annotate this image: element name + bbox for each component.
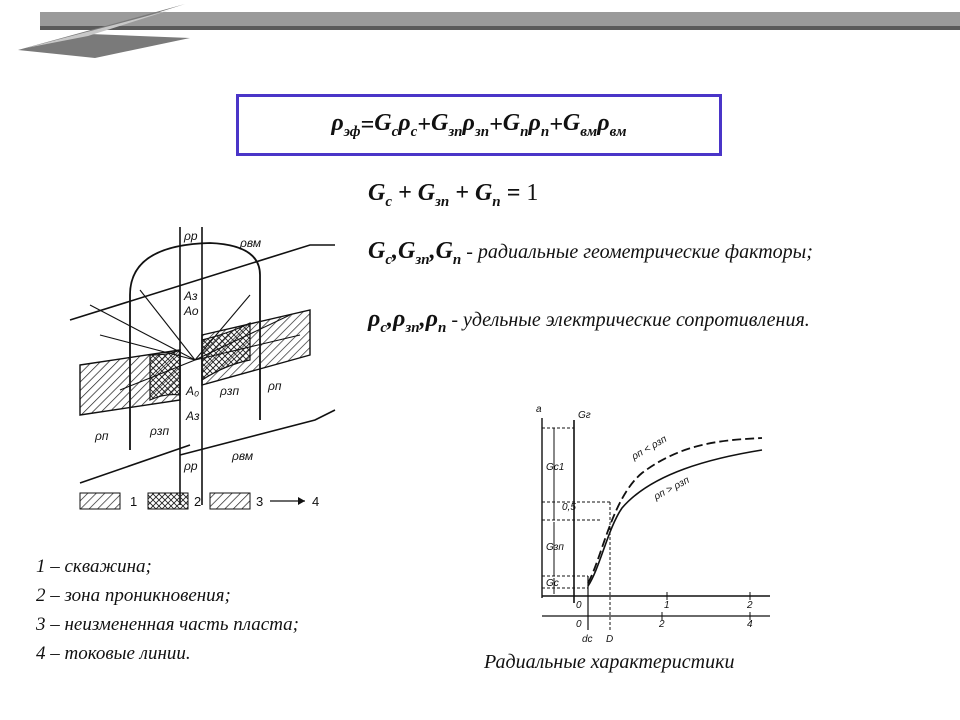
plot-a-label: a [536,404,542,415]
label-a3: Аз [183,289,198,303]
header-decoration [18,4,960,58]
geometric-factors-description: - радиальные геометрические факторы; [461,241,813,263]
label-a0-mid: А₀ [185,384,199,398]
legend-num-4: 4 [312,494,319,509]
x-tick-upper-1: 1 [664,600,670,611]
plus-sign: + [417,111,431,138]
plus-sign: + [549,111,563,138]
label-rho-zp-right: ρзп [219,384,239,398]
plot-v05-label: 0,5 [562,502,576,513]
figure-legend: 1 – скважина; 2 – зона проникновения; 3 … [36,552,299,668]
plus-sign: + [489,111,503,138]
geometric-factors-line: Gc,Gзп,Gп - радиальные геометрические фа… [368,238,813,268]
term-vm: Gвмρвм [562,109,627,140]
x-tick-upper-0: 0 [576,600,582,611]
header-bar [40,12,960,26]
legend-item-3: 3 – неизмененная часть пласта; [36,614,299,635]
legend-num-2: 2 [194,494,201,509]
header-bar-shadow [40,26,960,30]
plot-gc-label: Gс [546,578,559,589]
legend-item-4: 4 – токовые линии. [36,643,191,664]
term-p: Gпρп [502,109,550,140]
plot-gc1-label: Gс1 [546,462,564,473]
resistivities-line: ρc,ρзп,ρп - удельные электрические сопро… [368,306,810,336]
label-rho-p-left: ρп [94,429,109,443]
label-rho-p-right: ρп [267,379,282,393]
label-rho-vm-bottom: ρвм [231,449,253,463]
header-arrow-highlight [26,10,170,48]
borehole-schematic: ρр ρвм Аз Ао ρп А₀ ρзп Аз ρп ρзп ρр ρвм … [69,227,336,510]
radial-characteristics-plot: a Gг Gс1 Gзп Gс 0,5 ρп < ρзп ρп > ρзп 0 … [536,404,770,645]
legend-item-1: 1 – скважина; [36,556,152,577]
term-c: Gcρc [374,109,418,140]
x-tick-lower-1: 2 [658,619,665,630]
x-tick-lower-0: 0 [576,619,582,630]
term-zp: Gзпρзп [430,109,490,140]
x-tick-lower-2: 4 [747,619,753,630]
x-tick-upper-2: 2 [746,600,753,611]
equals-sign: = [360,111,375,138]
resistivities-description: - удельные электрические сопротивления. [446,309,810,331]
d-label: D [606,634,613,645]
plot-gr-label: Gг [578,410,591,421]
rho-eff: ρэф [331,109,361,140]
label-a0-top: Ао [183,304,199,318]
legend-item-2: 2 – зона проникновения; [36,585,231,606]
label-a3-mid: Аз [185,409,200,423]
legend-num-3: 3 [256,494,263,509]
dc-label: dс [582,634,593,645]
label-rho-p-top: ρр [183,229,198,243]
sum-formula: Gc + Gзп + Gп = 1 [368,180,539,210]
plot-gzp-label: Gзп [546,542,564,553]
label-rho-p-bottom: ρр [183,459,198,473]
label-rho-vm-top: ρвм [239,236,261,250]
plot-caption: Радиальные характеристики [484,651,735,673]
curve-label-2: ρп > ρзп [651,475,691,503]
legend-num-1: 1 [130,494,137,509]
label-rho-zp-low: ρзп [149,424,169,438]
header-arrow-shape [18,4,190,58]
main-formula-box: ρэф = Gcρc + Gзпρзп + Gпρп + Gвмρвм [236,94,722,156]
